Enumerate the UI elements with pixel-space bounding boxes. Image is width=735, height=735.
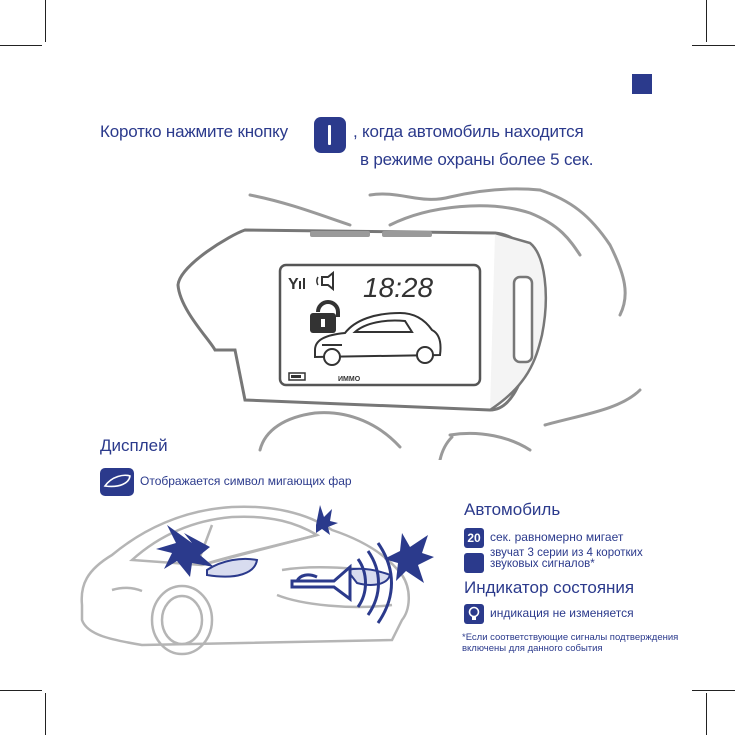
right-headlight	[345, 567, 392, 586]
lcd-car-icon	[314, 311, 442, 366]
sound-text: звучат 3 серии из 4 коротких звуковых си…	[490, 547, 643, 570]
crop-mark	[0, 690, 42, 691]
sound-text-line1: звучат 3 серии из 4 коротких	[490, 547, 643, 559]
footnote: *Если соответствующие сигналы подтвержде…	[462, 632, 678, 654]
footnote-line2: включены для данного события	[462, 643, 603, 654]
status-text: индикация не изменяется	[490, 606, 634, 620]
lock-icon	[310, 300, 340, 333]
signal-strength-icon: Y	[288, 276, 299, 293]
lcd-time: 18:28	[363, 272, 433, 303]
key-fob-illustration: Y 18:28 ИММО	[176, 187, 642, 460]
status-heading: Индикатор состояния	[464, 578, 635, 597]
instruction-line1-end: , когда автомобиль находится	[353, 122, 584, 141]
crop-mark	[45, 693, 46, 735]
siren-icon	[321, 270, 334, 292]
sound-text-line2: звуковых сигналов*	[490, 558, 595, 570]
crop-mark	[45, 0, 46, 42]
instruction-line2: в режиме охраны более 5 сек.	[360, 150, 594, 169]
left-headlight	[206, 557, 259, 578]
horn-icon	[290, 542, 393, 624]
lcd-content: Y 18:28 ИММО	[288, 270, 442, 383]
battery-icon	[288, 372, 306, 381]
sound-icon	[464, 553, 484, 573]
blink-text: сек. равномерно мигает	[490, 530, 624, 544]
footnote-line1: *Если соответствующие сигналы подтвержде…	[462, 632, 679, 643]
immo-label: ИММО	[338, 376, 361, 383]
blink-count-badge: 20	[464, 528, 484, 548]
instruction-line1-start: Коротко нажмите кнопку	[100, 122, 288, 141]
right-flash-icon	[384, 533, 434, 583]
top-flash-icon	[316, 505, 338, 535]
display-note: Отображается символ мигающих фар	[140, 474, 352, 488]
crop-mark	[0, 45, 42, 46]
car-heading: Автомобиль	[464, 500, 561, 519]
headlight-icon	[100, 468, 134, 496]
hand-outline	[248, 187, 642, 460]
fob-body	[176, 228, 547, 412]
crop-mark	[706, 693, 707, 735]
left-flash-icon	[156, 525, 214, 577]
crop-mark	[692, 690, 735, 691]
bulb-icon	[464, 604, 484, 624]
crop-mark	[692, 45, 735, 46]
page-marker	[632, 74, 652, 94]
fob-button-icon	[314, 117, 346, 153]
display-heading: Дисплей	[100, 436, 168, 455]
car-illustration	[80, 505, 434, 656]
crop-mark	[706, 0, 707, 42]
